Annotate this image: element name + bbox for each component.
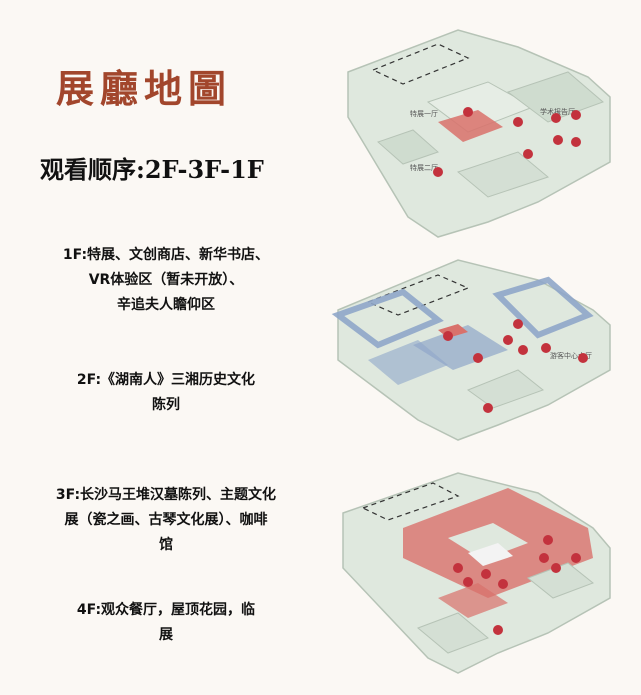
legend-panel: 展廳地圖 观看顺序:2F-3F-1F 1F:特展、文创商店、新华书店、 VR体验…: [0, 0, 320, 695]
floor-3f-line: 馆: [159, 537, 173, 553]
map-label-special-hall-1: 特展一厅: [410, 109, 438, 118]
floor-map-1f: 特展一厅 特展二厅 学术报告厅: [347, 29, 611, 238]
floor-4f-line: 4F:观众餐厅，屋顶花园，临: [76, 602, 256, 618]
floor-2f-line: 2F:《湖南人》三湘历史文化: [76, 372, 256, 388]
floor-1f-line: VR体验区（暂未开放）、: [88, 272, 244, 288]
floor-maps: 特展一厅 特展二厅 学术报告厅 游客中心大厅: [318, 0, 641, 695]
floor-3f-description: 3F:长沙马王堆汉墓陈列、主题文化 展（瓷之画、古琴文化展）、咖啡 馆: [18, 483, 314, 558]
floor-4f-description: 4F:观众餐厅，屋顶花园，临 展: [18, 598, 314, 648]
viewing-order: 观看顺序:2F-3F-1F: [40, 155, 264, 184]
map-pin-icon: [433, 107, 581, 177]
map-pin-icon: [453, 535, 581, 635]
floor-map-2f: 游客中心大厅: [331, 259, 611, 441]
page-title: 展廳地圖: [56, 66, 233, 111]
floor-3f-line: 3F:长沙马王堆汉墓陈列、主题文化: [55, 487, 277, 503]
floor-2f-description: 2F:《湖南人》三湘历史文化 陈列: [18, 368, 314, 418]
floor-4f-line: 展: [159, 627, 173, 643]
floor-2f-line: 陈列: [152, 397, 180, 413]
floor-1f-line: 辛追夫人瞻仰区: [117, 297, 215, 313]
map-label-special-hall-2: 特展二厅: [410, 163, 438, 172]
floor-map-3f: [342, 472, 611, 674]
floor-1f-description: 1F:特展、文创商店、新华书店、 VR体验区（暂未开放）、 辛追夫人瞻仰区: [18, 243, 314, 318]
map-label-lecture-hall: 学术报告厅: [540, 107, 575, 116]
floor-1f-line: 1F:特展、文创商店、新华书店、: [62, 247, 270, 263]
map-pin-icon: [443, 319, 588, 413]
floor-3f-line: 展（瓷之画、古琴文化展）、咖啡: [64, 512, 268, 528]
map-label-visitor-center: 游客中心大厅: [550, 351, 592, 360]
